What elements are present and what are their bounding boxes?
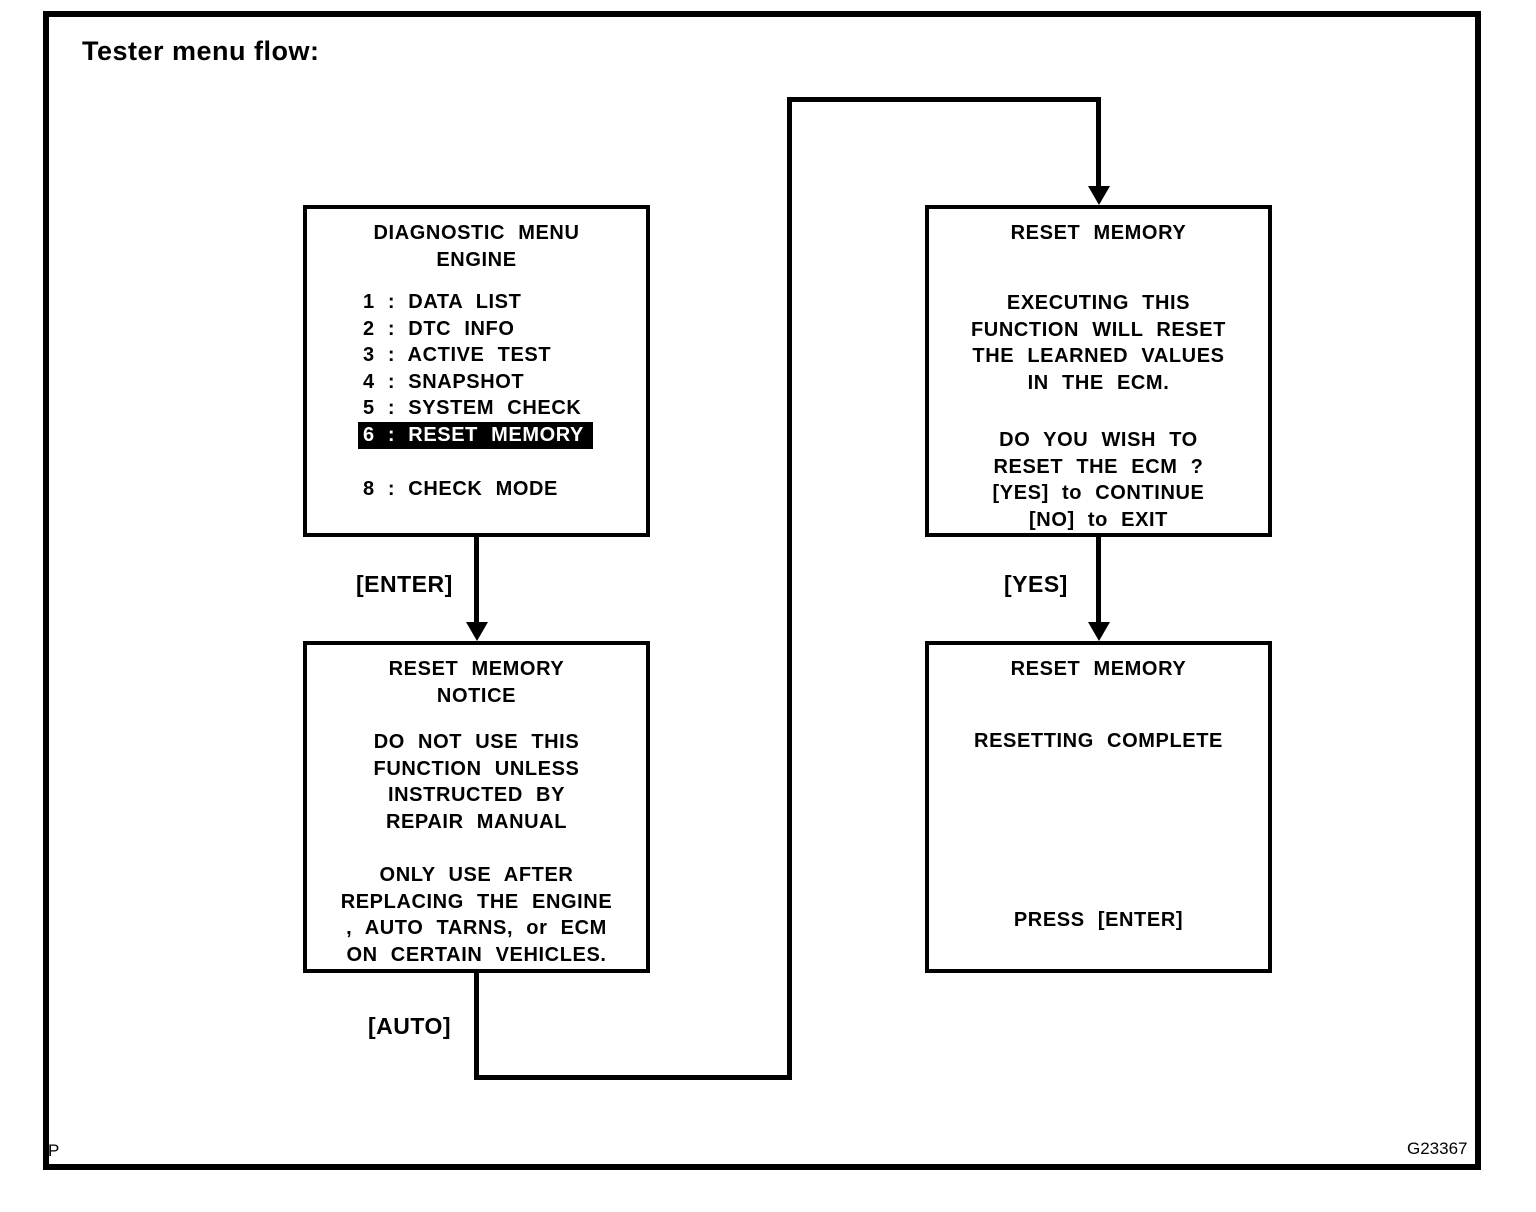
flow-label-auto: [AUTO] <box>368 1013 452 1039</box>
text-line: DO NOT USE THIS <box>373 731 580 753</box>
text-line: IN THE ECM. <box>1027 371 1170 394</box>
screen-heading: RESET MEMORY <box>1010 658 1187 680</box>
diagnostic-menu-list: 1 : DATA LIST 2 : DTC INFO 3 : ACTIVE TE… <box>358 289 642 503</box>
complete-prompt-text: PRESS [ENTER] <box>1013 909 1184 931</box>
text-line: FUNCTION WILL RESET <box>970 318 1227 341</box>
text-line: FUNCTION UNLESS <box>373 757 580 780</box>
heading-line: RESET MEMORY <box>388 658 565 680</box>
screen-diagnostic-menu: DIAGNOSTIC MENU ENGINE 1 : DATA LIST 2 :… <box>303 205 650 537</box>
arrowhead-enter-icon <box>466 622 488 641</box>
flow-line-auto-bottom <box>474 1075 792 1080</box>
arrowhead-auto-icon <box>1088 186 1110 205</box>
menu-item-active-test: 3 : ACTIVE TEST <box>363 344 552 366</box>
flow-label-enter: [ENTER] <box>356 571 453 597</box>
screen-reset-memory-notice: RESET MEMORY NOTICE DO NOT USE THIS FUNC… <box>303 641 650 973</box>
text-line: EXECUTING THIS <box>1006 292 1191 314</box>
menu-item-reset-memory: 6 : RESET MEMORY <box>358 421 593 449</box>
flow-line-auto-top <box>787 97 1101 102</box>
text-line: INSTRUCTED BY <box>387 784 566 806</box>
text-line: , AUTO TARNS, or ECM <box>346 917 607 939</box>
flow-line-auto-up <box>787 97 792 1080</box>
confirm-question-text: DO YOU WISH TO RESET THE ECM ? [YES] to … <box>929 427 1268 533</box>
screen-heading: RESET MEMORY NOTICE <box>307 656 646 709</box>
menu-item-system-check: 5 : SYSTEM CHECK <box>363 397 582 419</box>
figure-code: G23367 <box>1407 1139 1468 1158</box>
flow-line-enter <box>474 537 479 624</box>
text-line: RESET THE ECM ? <box>993 455 1204 478</box>
screen-heading: DIAGNOSTIC MENU ENGINE <box>307 220 646 273</box>
screen-reset-memory-confirm: RESET MEMORY EXECUTING THIS FUNCTION WIL… <box>925 205 1272 537</box>
confirm-warning-text: EXECUTING THIS FUNCTION WILL RESET THE L… <box>929 290 1268 396</box>
flow-line-yes <box>1096 537 1101 624</box>
screen-heading: RESET MEMORY <box>1010 222 1187 244</box>
heading-line: DIAGNOSTIC MENU <box>373 222 580 244</box>
text-line: REPLACING THE ENGINE <box>340 890 613 913</box>
menu-item-check-mode: 8 : CHECK MODE <box>363 478 558 500</box>
complete-status-text: RESETTING COMPLETE <box>974 730 1223 752</box>
text-line: DO YOU WISH TO <box>999 429 1198 451</box>
page-marker: P <box>48 1141 60 1160</box>
heading-line: ENGINE <box>436 248 517 271</box>
text-line: REPAIR MANUAL <box>385 810 568 833</box>
menu-item-snapshot: 4 : SNAPSHOT <box>363 370 525 393</box>
text-line: THE LEARNED VALUES <box>972 345 1225 367</box>
heading-line: NOTICE <box>436 684 517 707</box>
text-line: ONLY USE AFTER <box>379 864 574 886</box>
notice-usage-text: ONLY USE AFTER REPLACING THE ENGINE , AU… <box>307 862 646 968</box>
notice-warning-text: DO NOT USE THIS FUNCTION UNLESS INSTRUCT… <box>307 729 646 835</box>
menu-item-data-list: 1 : DATA LIST <box>363 291 522 313</box>
page-frame <box>43 11 1481 1170</box>
arrowhead-yes-icon <box>1088 622 1110 641</box>
flow-label-yes: [YES] <box>1004 571 1068 597</box>
screen-reset-memory-complete: RESET MEMORY RESETTING COMPLETE PRESS [E… <box>925 641 1272 973</box>
page-title: Tester menu flow: <box>82 36 320 66</box>
flow-line-auto-down <box>474 973 479 1077</box>
text-line: [NO] to EXIT <box>1029 508 1168 531</box>
flow-line-auto-entry <box>1096 97 1101 187</box>
menu-item-dtc-info: 2 : DTC INFO <box>363 317 515 340</box>
text-line: [YES] to CONTINUE <box>992 482 1205 504</box>
text-line: ON CERTAIN VEHICLES. <box>346 943 607 966</box>
